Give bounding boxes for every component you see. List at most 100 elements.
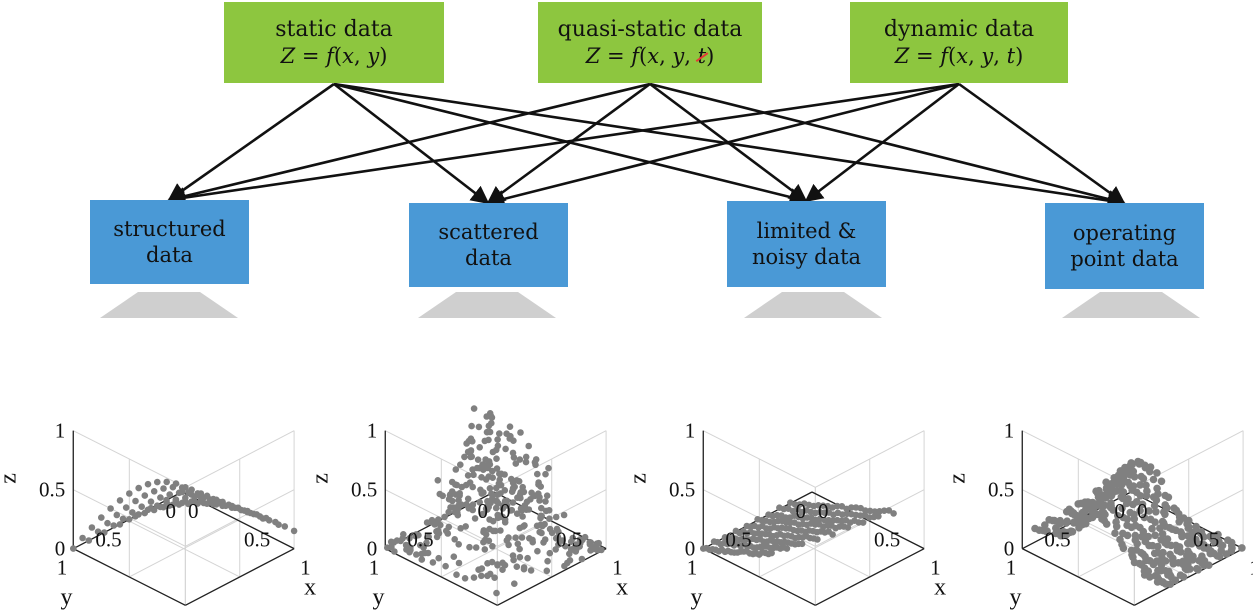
point-scattered [555, 528, 562, 535]
target-line2-operating: point data [1070, 247, 1179, 271]
point-scattered [478, 490, 486, 497]
point-scattered [489, 448, 497, 456]
point-scattered [506, 423, 514, 431]
point-scattered [447, 504, 454, 511]
point-scattered [481, 437, 489, 445]
point-limited [880, 507, 888, 514]
point-structured [116, 497, 124, 504]
y-axis-label-scattered: y [372, 584, 384, 610]
point-scattered [512, 460, 520, 467]
point-scattered [464, 495, 472, 503]
point-operating [1138, 500, 1147, 509]
y-tick-label-scattered: 0.5 [407, 527, 433, 551]
point-scattered [495, 500, 502, 507]
point-scattered [493, 589, 500, 597]
point-scattered [509, 499, 517, 506]
point-structured [122, 504, 130, 511]
x-tick-label-operating: 1 [1249, 556, 1253, 580]
point-scattered [552, 513, 560, 521]
point-operating [1238, 544, 1246, 552]
point-structured [157, 494, 164, 501]
point-scattered [484, 506, 491, 513]
point-operating [1111, 529, 1119, 537]
y-tick-label-operating: 1 [1006, 556, 1017, 580]
point-scattered [532, 461, 539, 469]
point-structured [234, 504, 242, 512]
point-operating [1178, 532, 1186, 541]
point-operating [1129, 500, 1137, 509]
point-structured [104, 519, 111, 527]
point-operating [1158, 530, 1167, 538]
point-operating [1153, 469, 1161, 477]
point-scattered [522, 458, 530, 466]
target-line2-structured: data [146, 243, 193, 267]
point-scattered [458, 483, 466, 491]
y-axis-front-limited [815, 548, 925, 606]
point-scattered [506, 435, 513, 442]
point-scattered [467, 435, 475, 443]
point-structured [203, 492, 211, 500]
point-scattered [463, 440, 470, 447]
point-operating [1150, 501, 1159, 510]
point-operating [1130, 473, 1139, 481]
point-scattered [492, 527, 499, 535]
point-structured [110, 522, 117, 529]
point-scattered [470, 471, 477, 479]
x-tick-label-scattered: 1 [612, 556, 623, 580]
point-scattered [464, 448, 472, 456]
point-scattered [468, 453, 476, 461]
point-scattered [516, 553, 524, 561]
target-line2-limited: noisy data [751, 245, 862, 269]
point-scattered [412, 532, 419, 540]
point-scattered [433, 533, 441, 541]
point-scattered [505, 541, 512, 549]
point-operating [1145, 507, 1153, 515]
point-scattered [512, 534, 519, 541]
point-structured [94, 528, 102, 535]
point-operating [1140, 513, 1149, 522]
point-scattered [536, 528, 543, 536]
point-scattered [593, 544, 600, 551]
point-scattered [546, 515, 553, 522]
point-scattered [536, 497, 543, 504]
z-tick-label-limited: 1 [685, 419, 696, 443]
z-tick-label-scattered: 0 [367, 537, 378, 561]
y-tick-label-limited: 0.5 [725, 527, 751, 551]
point-scattered [418, 556, 426, 563]
point-structured [182, 484, 189, 491]
point-operating [1161, 510, 1169, 519]
point-scattered [566, 550, 573, 558]
point-scattered [525, 442, 532, 450]
point-structured [154, 478, 161, 486]
z-axis-label-limited: z [625, 473, 651, 484]
point-operating [1171, 576, 1180, 584]
point-scattered [434, 477, 442, 484]
point-limited [833, 502, 841, 510]
point-structured [132, 497, 139, 505]
point-operating [1142, 481, 1150, 490]
point-operating [1118, 504, 1126, 513]
point-scattered [458, 501, 465, 509]
point-operating [1139, 474, 1148, 483]
point-scattered [495, 512, 503, 519]
point-structured [116, 521, 124, 528]
point-scattered [542, 470, 549, 478]
x-tick-label-limited: 1 [930, 556, 941, 580]
point-scattered [502, 445, 509, 453]
spotlight-operating [1062, 292, 1200, 318]
point-structured [250, 510, 257, 518]
point-structured [178, 499, 186, 507]
point-scattered [527, 567, 535, 574]
point-operating [1122, 499, 1131, 508]
target-line1-scattered: scattered [438, 219, 539, 244]
point-scattered [516, 524, 524, 532]
formula-static: Z = f(x, y) [280, 44, 388, 69]
point-scattered [524, 554, 531, 562]
point-operating [1119, 544, 1128, 553]
point-structured [135, 484, 142, 492]
point-scattered [487, 499, 495, 507]
point-scattered [534, 547, 541, 555]
y-tick-label-operating: 0.5 [1044, 527, 1070, 551]
point-operating [1133, 539, 1141, 548]
